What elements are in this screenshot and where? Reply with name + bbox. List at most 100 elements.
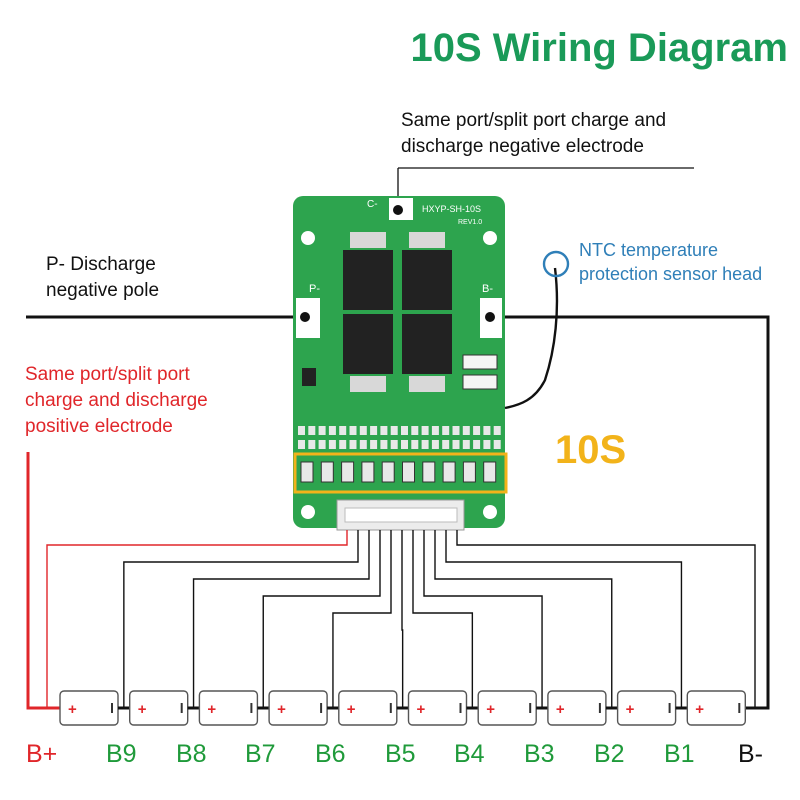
balance-wire xyxy=(192,530,370,708)
mosfet-tab-3 xyxy=(350,376,386,392)
ic-chip xyxy=(302,368,316,386)
mosfet-tab-2 xyxy=(409,232,445,248)
series-tag: 10S xyxy=(555,428,627,472)
balance-wire xyxy=(434,530,613,708)
fuse-1 xyxy=(462,354,498,370)
resistor-pad xyxy=(442,426,450,435)
board-model: HXYP-SH-10S xyxy=(422,204,481,214)
cell-plus-sign: + xyxy=(138,701,147,718)
mosfet-1 xyxy=(343,250,393,310)
p-pad-label: P- xyxy=(309,283,320,295)
resistor-pad xyxy=(339,426,347,435)
balance-wire xyxy=(445,530,683,708)
board-rev: REV1.0 xyxy=(458,219,482,226)
p-label-line1: P- Discharge xyxy=(46,254,156,275)
resistor-pad xyxy=(328,426,336,435)
cell-label: B8 xyxy=(176,740,207,768)
balance-resistor xyxy=(361,461,375,483)
resistor-pad xyxy=(442,440,450,449)
resistor-pad xyxy=(380,426,388,435)
balance-resistor xyxy=(483,461,497,483)
mount-hole-bl xyxy=(301,505,315,519)
cell-plus-sign: + xyxy=(486,701,495,718)
resistor-pad xyxy=(421,440,429,449)
positive-label-line3: positive electrode xyxy=(25,416,173,437)
fuse-2 xyxy=(462,374,498,390)
resistor-pad xyxy=(370,440,378,449)
mosfet-2 xyxy=(402,250,452,310)
balance-resistor xyxy=(422,461,436,483)
resistor-pad xyxy=(421,426,429,435)
resistor-pad xyxy=(493,440,501,449)
balance-resistor xyxy=(341,461,355,483)
resistor-pad xyxy=(349,440,357,449)
resistor-pad xyxy=(473,440,481,449)
cell-plus-sign: + xyxy=(207,701,216,718)
balance-wire xyxy=(412,530,474,708)
mount-hole-tl xyxy=(301,231,315,245)
resistor-pad xyxy=(349,426,357,435)
cell-plus-sign: + xyxy=(277,701,286,718)
p-label: P- Discharge negative pole xyxy=(46,252,159,304)
balance-resistor xyxy=(320,461,334,483)
b-pad-label: B- xyxy=(482,283,493,295)
resistor-pad xyxy=(411,426,419,435)
b-minus-wire xyxy=(490,315,770,710)
balance-wire xyxy=(456,530,756,708)
resistor-pad xyxy=(462,440,470,449)
resistor-pad xyxy=(390,440,398,449)
resistor-pad xyxy=(359,426,367,435)
resistor-pad xyxy=(483,426,491,435)
balance-wire xyxy=(423,530,543,708)
cell-label: B5 xyxy=(385,740,416,768)
ntc-sensor-ring xyxy=(542,250,570,278)
balance-resistor xyxy=(402,461,415,483)
cell-label: B2 xyxy=(594,740,625,768)
resistor-pad xyxy=(308,440,316,449)
battery-cell xyxy=(686,690,746,726)
cell-plus-sign: + xyxy=(417,701,426,718)
balance-wire xyxy=(401,530,404,708)
mosfet-4 xyxy=(402,314,452,374)
resistor-pad xyxy=(431,440,439,449)
balance-wire xyxy=(46,530,348,708)
resistor-pad xyxy=(401,426,408,435)
positive-label-line1: Same port/split port xyxy=(25,364,190,385)
mosfet-tab-4 xyxy=(409,376,445,392)
b-plus-wire xyxy=(26,452,60,710)
cell-label: B- xyxy=(738,740,763,768)
resistor-pad xyxy=(401,440,408,449)
cell-plus-sign: + xyxy=(556,701,565,718)
balance-components xyxy=(300,461,497,483)
mount-hole-br xyxy=(483,505,497,519)
cell-plus-sign: + xyxy=(626,701,635,718)
resistor-pad xyxy=(370,426,378,435)
cell-label: B9 xyxy=(106,740,137,768)
resistor-pad xyxy=(328,440,336,449)
ntc-label-line2: protection sensor head xyxy=(579,264,763,284)
mosfet-tab-1 xyxy=(350,232,386,248)
balance-resistor xyxy=(462,461,476,483)
cell-label: B1 xyxy=(664,740,695,768)
balance-resistor xyxy=(381,461,395,483)
p-pad-dot xyxy=(300,312,310,322)
cell-plus-sign: + xyxy=(347,701,356,718)
resistor-pad xyxy=(493,426,501,435)
b-pad-dot xyxy=(485,312,495,322)
c-pad-label: C- xyxy=(367,199,378,210)
mosfets xyxy=(343,232,452,392)
balance-wire xyxy=(332,530,392,708)
c-label-line2: discharge negative electrode xyxy=(401,136,644,157)
c-label-line1: Same port/split port charge and xyxy=(401,110,667,131)
mosfet-3 xyxy=(343,314,393,374)
cell-plus-sign: + xyxy=(695,701,704,718)
resistor-pad xyxy=(318,440,326,449)
cell-label: B3 xyxy=(524,740,555,768)
positive-label: Same port/split port charge and discharg… xyxy=(25,362,208,440)
resistor-pad xyxy=(318,426,326,435)
resistor-pad xyxy=(298,426,305,435)
resistor-pad xyxy=(431,426,439,435)
balance-resistor xyxy=(300,461,314,483)
balance-wire xyxy=(262,530,381,708)
